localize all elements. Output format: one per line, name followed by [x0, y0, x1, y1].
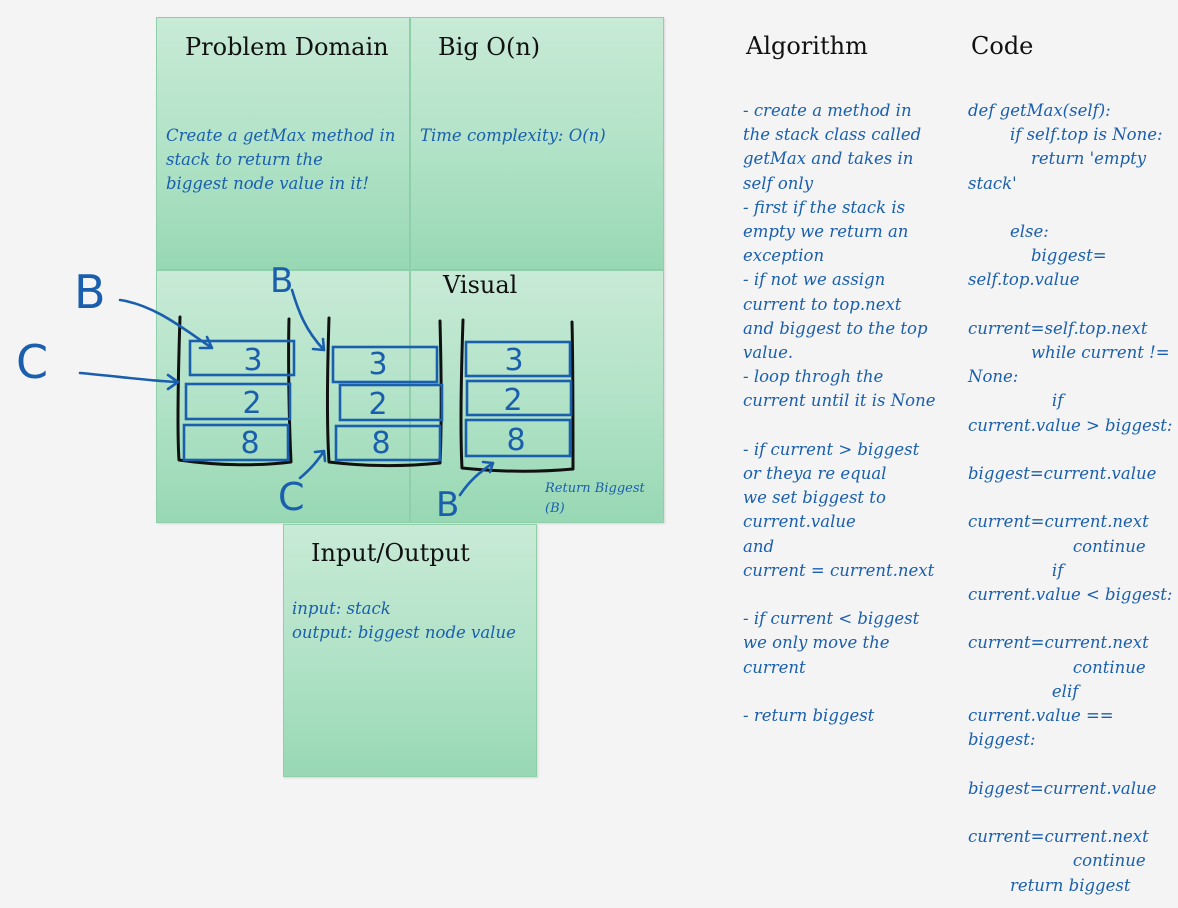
label-c-2: C — [278, 475, 305, 519]
stack-2-value-3: 8 — [371, 426, 390, 461]
arrow-b-to-stack-2 — [290, 288, 326, 352]
stack-1-container — [176, 315, 293, 467]
arrow-c-to-stack-1 — [78, 371, 180, 391]
big-o-note[interactable]: Big O(n) Time complexity: O(n) — [410, 17, 664, 270]
arrow-b-to-stack-3 — [458, 460, 495, 497]
input-output-title: Input/Output — [311, 539, 470, 567]
visual-note-left[interactable] — [156, 270, 410, 523]
stack-3-value-2: 2 — [503, 383, 522, 418]
stack-1-node-2 — [184, 382, 292, 421]
algorithm-text: - create a method in the stack class cal… — [743, 101, 936, 726]
arrow-b-to-stack-1 — [118, 298, 214, 350]
stack-3-node-2 — [465, 379, 573, 417]
arrow-c-to-stack-2 — [298, 449, 327, 480]
stack-3-container — [459, 318, 575, 473]
stack-3-node-3 — [464, 418, 572, 458]
stack-2-value-2: 2 — [368, 387, 387, 422]
stack-3-value-1: 3 — [504, 343, 523, 378]
stack-2-node-1 — [331, 345, 439, 384]
label-b-3: B — [436, 485, 459, 525]
visual-title: Visual — [443, 271, 518, 299]
stack-2-node-3 — [334, 424, 442, 462]
big-o-title: Big O(n) — [438, 33, 541, 61]
stack-3-value-3: 8 — [506, 423, 525, 458]
problem-domain-text: Create a getMax method in stack to retur… — [166, 126, 396, 194]
stack-3-node-1 — [464, 340, 572, 378]
big-o-text: Time complexity: O(n) — [420, 126, 606, 145]
stack-1-value-3: 8 — [240, 426, 259, 461]
stack-2-node-2 — [338, 383, 444, 422]
label-b-1: B — [74, 265, 106, 319]
label-b-2: B — [270, 261, 293, 301]
label-c-1: C — [16, 335, 48, 389]
stack-1-value-2: 2 — [242, 386, 261, 421]
input-output-text: input: stack output: biggest node value — [292, 599, 516, 643]
stack-1-value-1: 3 — [243, 343, 262, 378]
input-output-note[interactable]: Input/Output input: stack output: bigges… — [283, 524, 537, 777]
problem-domain-title: Problem Domain — [185, 33, 389, 61]
stack-1-node-1 — [188, 339, 296, 377]
algorithm-title: Algorithm — [746, 32, 868, 60]
stack-1-node-3 — [182, 423, 290, 462]
problem-domain-note[interactable]: Problem Domain Create a getMax method in… — [156, 17, 410, 270]
code-text: def getMax(self): if self.top is None: r… — [968, 101, 1173, 895]
return-biggest-note: Return Biggest (B) — [545, 481, 645, 516]
stack-2-value-1: 3 — [368, 347, 387, 382]
visual-note-right[interactable]: Visual Return Biggest (B) — [410, 270, 664, 523]
code-title: Code — [971, 32, 1034, 60]
